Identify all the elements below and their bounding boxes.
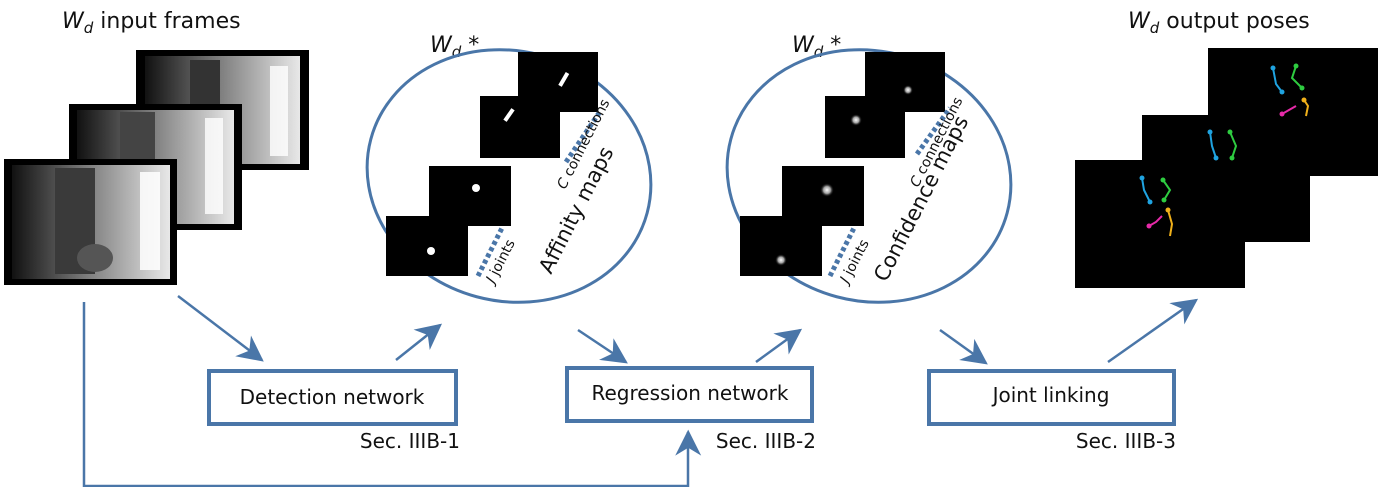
arrow-linking-to-output — [1107, 298, 1199, 364]
confidence-joints-dots — [827, 226, 857, 278]
detection-network-box: Detection network — [207, 369, 458, 426]
arrow-detection-to-affinity — [395, 323, 443, 361]
joint-linking-label: Joint linking — [991, 383, 1110, 407]
detection-section-ref: Sec. IIIB-1 — [360, 429, 460, 453]
regression-network-label: Regression network — [592, 381, 789, 405]
input-title: Wd input frames — [62, 9, 241, 37]
arrow-regression-to-confidence — [755, 328, 803, 364]
flow-arrows — [82, 295, 1199, 487]
affinity-joints-dots — [475, 226, 505, 278]
confidence-conn-dots — [914, 106, 953, 156]
joint-linking-section-ref: Sec. IIIB-3 — [1076, 429, 1176, 453]
arrow-confidence-to-linking — [939, 328, 988, 365]
joint-linking-box: Joint linking — [927, 369, 1176, 426]
confidence-joints-label: J joints — [836, 237, 873, 288]
affinity-conn-dots — [563, 108, 604, 164]
arrow-affinity-to-regression — [577, 328, 628, 364]
affinity-map-stack — [386, 52, 598, 276]
affinity-title: Wd * — [430, 33, 479, 61]
output-title: Wd output poses — [1128, 9, 1310, 37]
output-pose-frames — [1075, 48, 1378, 288]
affinity-joints-label: J joints — [482, 237, 519, 288]
input-frame-1 — [4, 159, 177, 285]
arrow-input-to-regression — [82, 302, 702, 487]
arrow-input-to-detection — [177, 295, 264, 362]
output-pose-skeletons — [1141, 65, 1310, 237]
regression-section-ref: Sec. IIIB-2 — [716, 429, 816, 453]
output-pose-joints — [1139, 63, 1307, 229]
detection-network-label: Detection network — [240, 385, 425, 409]
regression-network-box: Regression network — [565, 366, 814, 423]
confidence-map-stack — [740, 52, 945, 276]
